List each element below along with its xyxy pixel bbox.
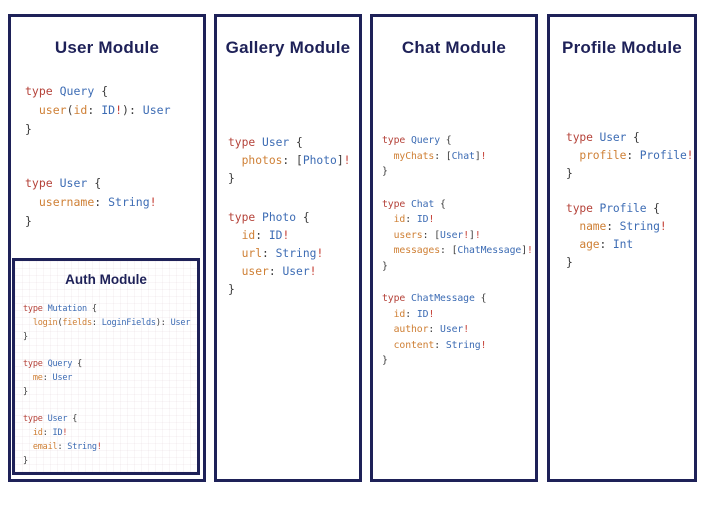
code-block: type Mutation { login(fields: LoginField… [23,302,197,344]
code-block: type User { photos: [Photo]!} [228,134,359,188]
code-line: id: ID! [393,214,435,225]
code-line: id: ID! [241,229,290,242]
panel-title-auth-module: Auth Module [65,272,147,287]
code-block: type Query { user(id: ID!): User} [25,82,203,139]
code-line: email: String! [32,442,102,452]
code-line: myChats: [Chat]! [393,150,487,162]
code-line: } [23,387,28,397]
panel-gallery-module: Gallery Module type User { photos: [Phot… [214,14,362,482]
panel-title-chat-module: Chat Module [401,38,507,57]
panel-chat-module: Chat Module type Query { myChats: [Chat]… [370,14,538,482]
code-line: type Query { [23,359,83,369]
code-line: } [566,167,573,180]
code-block: type Query { me: User} [23,357,197,399]
panel-user-module: User Module type Query { user(id: ID!): … [8,14,206,482]
code-line: me: User [32,373,73,383]
code-line: type Chat { [382,198,446,210]
code-area-profile-module: type User { profile: Profile!}type Profi… [550,129,694,272]
code-line: type Photo { [228,211,310,224]
code-line: type Query { [382,135,452,146]
code-area-gallery-module: type User { photos: [Photo]!}type Photo … [217,134,359,299]
panel-title-user-module: User Module [54,38,160,57]
code-block: type Profile { name: String! age: Int} [566,200,694,272]
code-line: login(fields: LoginFields): User [32,318,191,328]
code-line: username: String! [38,195,157,209]
code-block: type User { username: String!} [25,174,203,231]
code-block: type ChatMessage { id: ID! author: User!… [382,291,535,369]
code-line: name: String! [579,220,667,233]
code-line: } [228,172,235,185]
code-line: type User { [566,131,640,144]
code-area-auth-module: type Mutation { login(fields: LoginField… [15,302,197,468]
code-area-chat-module: type Query { myChats: [Chat]!}type Chat … [373,133,535,369]
code-line: type Profile { [566,202,660,215]
code-line: } [382,166,388,177]
code-block: type Query { myChats: [Chat]!} [382,133,535,180]
code-line: type Query { [25,84,109,98]
code-line: messages: [ChatMessage]! [393,245,533,256]
panel-title-gallery-module: Gallery Module [225,38,351,57]
code-line: photos: [Photo]! [241,154,351,167]
code-line: users: [User!]! [393,229,481,241]
code-line: } [25,122,32,136]
code-block: type Photo { id: ID! url: String! user: … [228,209,359,299]
code-line: } [23,456,28,466]
code-line: author: User! [393,324,470,335]
code-line: } [25,214,32,228]
code-line: } [566,256,573,269]
code-line: type User { [23,414,78,424]
code-line: type User { [25,176,102,190]
code-line: } [382,355,388,366]
code-line: user(id: ID!): User [38,103,171,117]
code-line: } [228,283,235,296]
code-line: url: String! [241,247,324,260]
panel-title-profile-module: Profile Module [562,38,682,57]
code-line: user: User! [241,265,317,278]
code-line: id: ID! [393,308,435,320]
code-line: id: ID! [32,428,68,438]
panel-profile-module: Profile Module type User { profile: Prof… [547,14,697,482]
code-line: type Mutation { [23,304,97,314]
code-line: content: String! [393,339,487,351]
code-block: type Chat { id: ID! users: [User!]! mess… [382,197,535,275]
code-line: type ChatMessage { [382,293,487,304]
code-line: age: Int [579,238,634,251]
code-line: type User { [228,136,303,149]
code-line: } [23,332,28,342]
code-line: } [382,260,388,272]
code-block: type User { profile: Profile!} [566,129,694,183]
panel-auth-module: Auth Module type Mutation { login(fields… [12,258,200,475]
code-block: type User { id: ID! email: String!} [23,412,197,468]
code-line: profile: Profile! [579,149,694,162]
code-area-user-module: type Query { user(id: ID!): User}type Us… [11,82,203,231]
